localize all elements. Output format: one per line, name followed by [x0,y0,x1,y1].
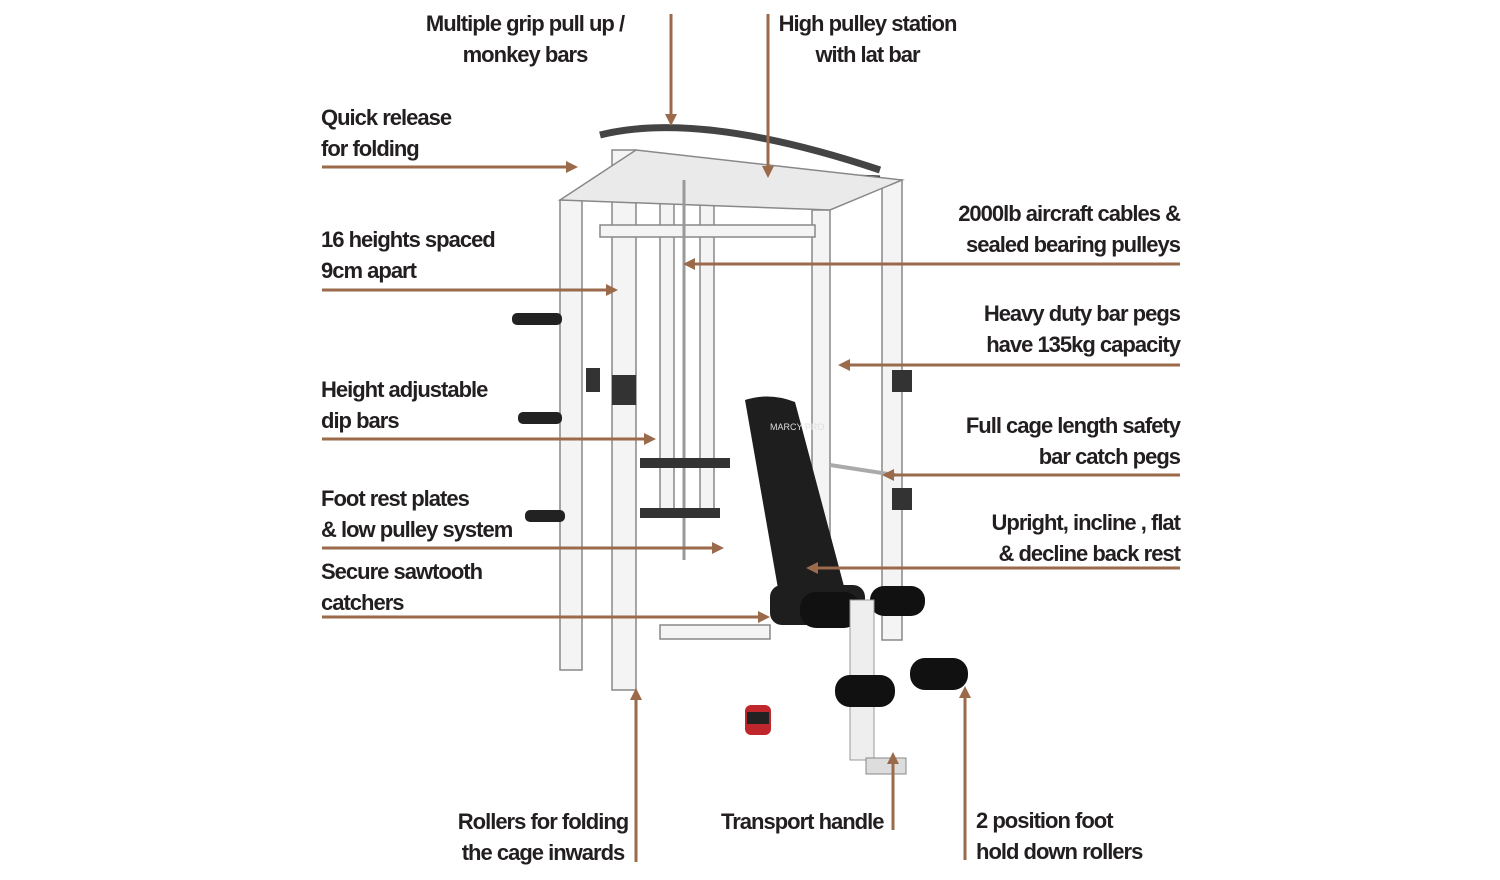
callout-text: for folding [321,136,420,161]
callout-text: sealed bearing pulleys [966,232,1181,257]
callout-text: High pulley station [778,11,958,36]
callout-text: & low pulley system [321,517,513,542]
callout-text: Secure sawtooth [321,559,483,584]
callout-quick-release: Quick release for folding [321,102,452,164]
callout-bar-pegs: Heavy duty bar pegs have 135kg capacity [983,298,1181,360]
callout-text: the cage inwards [461,840,626,865]
callout-text: & decline back rest [998,541,1181,566]
callout-text: bar catch pegs [1038,444,1181,469]
callout-text: Transport handle [721,809,884,834]
callout-text: monkey bars [462,42,589,67]
callout-text: Full cage length safety [965,413,1181,438]
callout-transport: Transport handle [721,806,884,837]
callout-monkey-bars: Multiple grip pull up / monkey bars [410,8,640,70]
callout-heights: 16 heights spaced 9cm apart [321,224,496,286]
callout-text: with lat bar [815,42,920,67]
callout-text: Upright, incline , flat [991,510,1181,535]
callout-text: 9cm apart [321,258,417,283]
callout-high-pulley: High pulley station with lat bar [770,8,965,70]
callout-dip-bars: Height adjustable dip bars [321,374,488,436]
power-rack [512,124,912,691]
callout-text: hold down rollers [976,839,1143,864]
callout-rollers: Rollers for folding the cage inwards [450,806,636,868]
callout-back-rest: Upright, incline , flat & decline back r… [991,507,1181,569]
callout-text: Heavy duty bar pegs [983,301,1181,326]
callout-text: dip bars [321,408,400,433]
callout-text: 2 position foot [976,808,1114,833]
bench-logo: MARCY PRO [770,422,824,432]
callout-foot-rest: Foot rest plates & low pulley system [321,483,513,545]
ankle-strap [745,705,771,735]
callout-sawtooth: Secure sawtooth catchers [321,556,483,618]
callout-foot-rollers: 2 position foot hold down rollers [976,805,1143,867]
callout-safety-pegs: Full cage length safety bar catch pegs [965,410,1181,472]
callout-text: Height adjustable [321,377,488,402]
callout-text: 16 heights spaced [321,227,496,252]
callout-text: Quick release [321,105,452,130]
callout-text: Rollers for folding [457,809,629,834]
callout-cables: 2000lb aircraft cables & sealed bearing … [958,198,1181,260]
callout-text: catchers [321,590,405,615]
bench: MARCY PRO [745,396,968,775]
callout-lines [322,14,1180,862]
callout-text: have 135kg capacity [986,332,1181,357]
callout-text: Foot rest plates [321,486,470,511]
callout-text: Multiple grip pull up / [425,11,625,36]
callout-text: 2000lb aircraft cables & [958,201,1181,226]
